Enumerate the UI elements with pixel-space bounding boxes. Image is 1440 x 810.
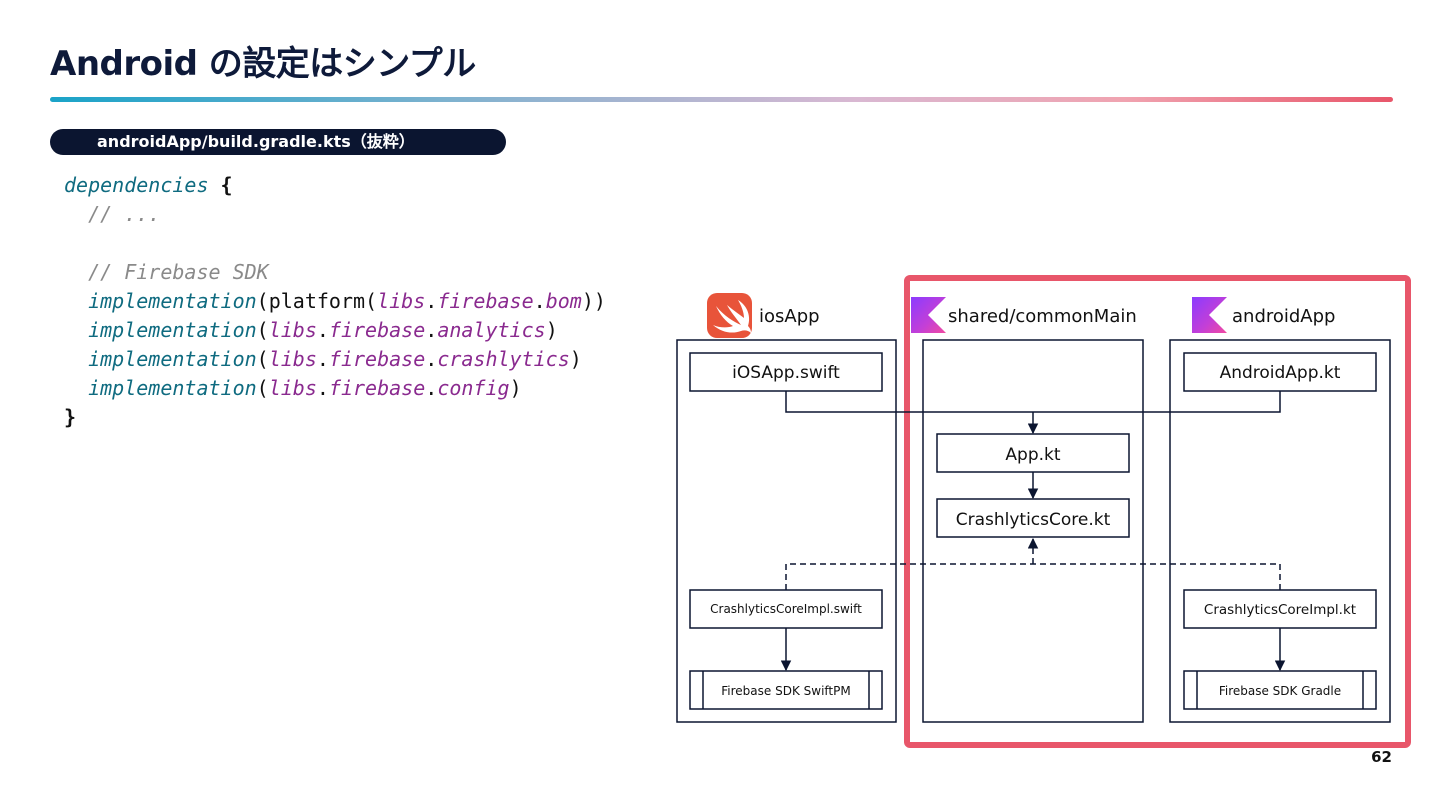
code-comment: // Firebase SDK: [88, 260, 269, 284]
code-dot: .: [425, 347, 438, 371]
code-property: libs: [268, 318, 317, 342]
ios-sdk-node-label: Firebase SDK SwiftPM: [721, 684, 850, 698]
android-impl-node: [1183, 589, 1377, 629]
ios-sdk-node: [689, 670, 883, 710]
code-line-4: // Firebase SDK: [64, 260, 269, 284]
code-function: implementation: [88, 376, 257, 400]
code-property: bom: [545, 289, 582, 313]
file-label-pill: androidApp/build.gradle.kts（抜粋）: [50, 129, 506, 155]
code-line-1: dependencies {: [64, 173, 233, 197]
code-brace: {: [220, 173, 233, 197]
code-paren: ): [545, 318, 558, 342]
crashlytics-core-node: [936, 498, 1130, 538]
code-property: libs: [268, 376, 317, 400]
highlight-frame: [904, 275, 1411, 748]
code-dot: .: [316, 318, 329, 342]
code-function: implementation: [88, 289, 257, 313]
shared-column-box: [922, 339, 1144, 723]
app-kt-node: [936, 433, 1130, 473]
swift-logo-icon: [707, 293, 752, 338]
code-line-7: implementation(libs.firebase.crashlytics…: [64, 347, 582, 371]
android-app-node: [1183, 352, 1377, 392]
crashlytics-core-node-label: CrashlyticsCore.kt: [956, 510, 1111, 530]
code-property: firebase: [328, 376, 426, 400]
code-comment: // ...: [88, 202, 161, 226]
kotlin-logo-icon: [911, 297, 946, 333]
code-line-6: implementation(libs.firebase.analytics): [64, 318, 558, 342]
ios-impl-node: [689, 589, 883, 629]
ios-impl-node-label: CrashlyticsCoreImpl.swift: [710, 602, 862, 616]
code-paren: (: [256, 289, 269, 313]
code-dot: .: [316, 376, 329, 400]
code-paren: )): [581, 289, 606, 313]
ios-app-node-label: iOSApp.swift: [732, 363, 840, 383]
page-number: 62: [1371, 748, 1392, 766]
ios-app-node: [689, 352, 883, 392]
code-line-5: implementation(platform(libs.firebase.bo…: [64, 289, 606, 313]
code-paren: ): [569, 347, 582, 371]
code-property: firebase: [328, 318, 426, 342]
code-dot: .: [425, 289, 438, 313]
android-sdk-node: [1183, 670, 1377, 710]
code-function: implementation: [88, 347, 257, 371]
code-line-8: implementation(libs.firebase.config): [64, 376, 522, 400]
code-property: firebase: [328, 347, 426, 371]
code-paren: (: [256, 318, 269, 342]
ios-column-box: [676, 339, 897, 723]
code-paren: ): [509, 376, 522, 400]
app-kt-node-label: App.kt: [1005, 445, 1060, 465]
android-app-node-label: AndroidApp.kt: [1220, 363, 1341, 383]
kotlin-logo-icon: [1192, 297, 1227, 333]
code-dot: .: [425, 318, 438, 342]
code-property: libs: [268, 347, 317, 371]
code-dot: .: [425, 376, 438, 400]
code-function: implementation: [88, 318, 257, 342]
code-keyword: dependencies: [64, 173, 209, 197]
code-paren: (: [365, 289, 378, 313]
shared-column-label: shared/commonMain: [948, 306, 1137, 327]
android-column-box: [1169, 339, 1391, 723]
code-property: analytics: [437, 318, 546, 342]
code-line-2: // ...: [64, 202, 160, 226]
ios-column-label: iosApp: [759, 306, 820, 327]
android-sdk-node-label: Firebase SDK Gradle: [1219, 684, 1341, 698]
code-property: firebase: [437, 289, 534, 313]
slide-title: Android の設定はシンプル: [50, 44, 476, 84]
code-paren: (: [256, 376, 269, 400]
impl-dashed-connector: [785, 563, 1281, 590]
code-brace: }: [64, 405, 77, 429]
code-function: platform: [268, 289, 366, 313]
code-property: crashlytics: [437, 347, 570, 371]
android-impl-node-label: CrashlyticsCoreImpl.kt: [1204, 602, 1356, 618]
code-property: config: [437, 376, 510, 400]
android-column-label: androidApp: [1232, 306, 1335, 327]
code-block: dependencies { // ... // Firebase SDK im…: [64, 171, 606, 432]
ios-to-app-connector: [785, 391, 1281, 413]
code-dot: .: [533, 289, 546, 313]
code-dot: .: [316, 347, 329, 371]
code-paren: (: [256, 347, 269, 371]
code-property: libs: [377, 289, 426, 313]
title-divider: [50, 97, 1393, 102]
